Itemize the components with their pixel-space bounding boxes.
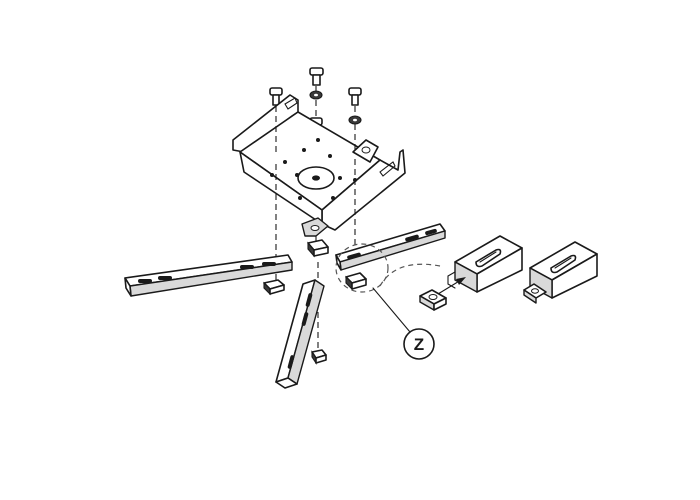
mounting-bracket: [232, 94, 406, 237]
callout-label: Z: [414, 335, 424, 354]
arm-left: [124, 254, 293, 297]
slide-nut-center: [307, 239, 329, 258]
screw-left: [269, 87, 283, 106]
screw-right: [348, 87, 362, 106]
detail-nut: [419, 289, 447, 311]
screw-top: [309, 67, 324, 86]
slide-nut-right: [345, 272, 367, 291]
arm-bottom: [275, 279, 325, 389]
detail-callout: Z: [335, 243, 441, 360]
washer-right: [348, 115, 362, 125]
slide-nut-left: [263, 279, 285, 296]
callout-circle: [403, 328, 435, 360]
arm-right: [335, 223, 446, 271]
washer-top: [309, 90, 323, 100]
detail-rail-seated: [523, 241, 598, 304]
insert-arrow-icon: [437, 277, 466, 295]
slide-nut-bottom: [311, 349, 327, 365]
